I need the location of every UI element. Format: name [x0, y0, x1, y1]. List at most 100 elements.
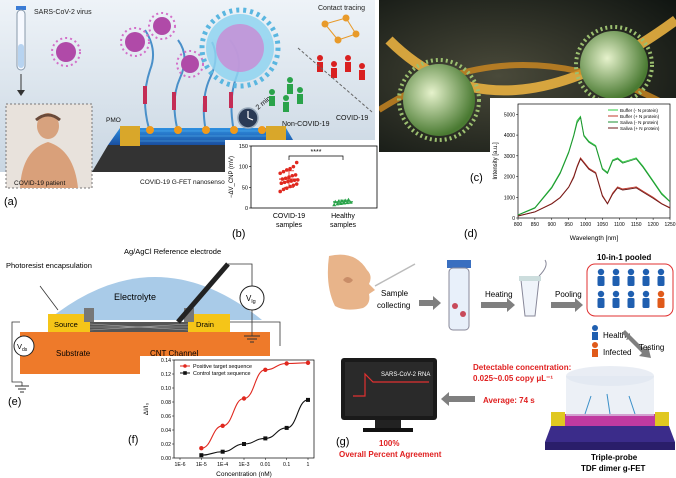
healthy-person-icon — [592, 325, 598, 340]
arrow-icon — [551, 298, 583, 312]
agreement-value: 100% — [379, 439, 399, 448]
photoresist-label: Photoresist encapsulation — [6, 261, 92, 270]
contact-network-icon — [321, 14, 360, 44]
y-tick-label: 0 — [245, 206, 248, 212]
dna-segments — [143, 86, 233, 112]
data-point — [285, 186, 289, 190]
series-line — [201, 362, 309, 449]
data-point — [305, 360, 311, 365]
y-tick-label: 3000 — [504, 154, 515, 160]
panel-b-ylabel: −ΔV_CNP (mV) — [229, 156, 235, 198]
person-body — [597, 276, 605, 286]
healthy-people-icons — [269, 77, 303, 112]
legend-label: Positive target sequence — [193, 364, 252, 370]
y-tick-label: 0.00 — [161, 456, 171, 462]
person-body — [657, 276, 665, 286]
legend-marker — [183, 364, 187, 368]
data-point — [242, 442, 246, 446]
y-tick-label: 4000 — [504, 133, 515, 139]
data-point — [294, 182, 299, 186]
person-body — [627, 276, 635, 286]
concentration-label: 0.025~0.05 copy μL⁻¹ — [473, 374, 553, 383]
data-point — [294, 160, 299, 165]
average-label: Average: 74 s — [483, 396, 535, 405]
pooled-label: 10-in-1 pooled — [597, 253, 651, 262]
data-point — [290, 173, 295, 178]
vlg-source — [239, 285, 265, 311]
data-point — [279, 181, 284, 185]
patient-label: COVID-19 patient — [14, 180, 65, 187]
panel-f-ylabel: ΔI/I₀ — [143, 402, 150, 415]
data-point — [284, 361, 289, 366]
y-tick-label: 1000 — [504, 195, 515, 201]
series-line — [517, 158, 671, 217]
series-line — [517, 116, 671, 216]
x-tick-label: 1E-3 — [239, 462, 250, 468]
panel-d-xlabel: Wavelength [nm] — [570, 235, 619, 242]
y-tick-label: 5000 — [504, 112, 515, 118]
panel-b-label: (b) — [232, 228, 246, 240]
contact-label: Contact tracing — [318, 5, 365, 12]
pooling-label: Pooling — [555, 290, 582, 299]
data-point — [282, 180, 287, 185]
data-point — [285, 168, 289, 172]
sample-label: Sample — [381, 289, 409, 298]
x-tick-label: 1E-5 — [196, 462, 207, 468]
y-tick-label: 150 — [239, 144, 248, 150]
person-body — [627, 298, 635, 308]
agreement-text: Overall Percent Agreement — [339, 450, 442, 459]
person-icon — [612, 290, 620, 298]
person-icon — [612, 268, 620, 276]
y-tick-label: 0.14 — [161, 358, 171, 364]
data-point — [306, 397, 310, 402]
person-icon — [642, 268, 650, 276]
y-tick-label: 0.12 — [161, 372, 171, 378]
data-point — [278, 171, 282, 176]
infected-label: Infected — [603, 348, 631, 357]
channel-label: CNT Channel — [150, 349, 199, 358]
face-icon — [327, 254, 416, 310]
panel-d-ylabel: Intensity [a.u.] — [493, 142, 499, 180]
legend-label: Saliva (+ N protein) — [620, 126, 660, 131]
data-point — [289, 179, 293, 183]
test-tube-icon — [16, 6, 26, 96]
y-tick-label: 0.04 — [161, 428, 171, 434]
source-label: Source — [54, 320, 78, 329]
pooled-people-icons — [597, 268, 665, 308]
data-point — [284, 425, 289, 430]
vds-label: V — [17, 342, 22, 351]
panel-a-label: (a) — [4, 196, 18, 208]
arrow-icon — [419, 296, 441, 310]
svg-text:Vlg: Vlg — [246, 294, 256, 305]
virus-icon — [580, 31, 648, 99]
panel-f-label: (f) — [128, 434, 139, 446]
x-tick-label: 0.01 — [260, 462, 270, 468]
separator-line — [297, 47, 373, 113]
data-point — [263, 436, 268, 441]
significance-bracket — [288, 155, 344, 160]
reference-electrode — [176, 262, 230, 324]
virus-label: SARS-CoV-2 virus — [34, 9, 92, 16]
data-point — [293, 173, 298, 177]
x-tick-label: 800 — [514, 222, 523, 228]
significance-label: **** — [311, 149, 322, 156]
source-electrode — [48, 314, 90, 332]
ref-electrode-label: Ag/AgCl Reference electrode — [124, 247, 221, 256]
tdf-gfet-device — [545, 366, 675, 450]
data-point — [335, 201, 340, 206]
large-virus-icon — [199, 7, 281, 89]
y-tick-label: 100 — [239, 165, 248, 171]
data-point — [278, 189, 282, 194]
heating-label: Heating — [485, 290, 513, 299]
patient-figure — [20, 113, 78, 188]
person-icon — [597, 290, 605, 298]
panel-d-frame — [517, 103, 671, 219]
monitor-icon — [341, 358, 437, 432]
y-tick-label: 0.06 — [161, 414, 171, 420]
data-point — [220, 449, 225, 454]
arrow-icon — [622, 330, 651, 358]
